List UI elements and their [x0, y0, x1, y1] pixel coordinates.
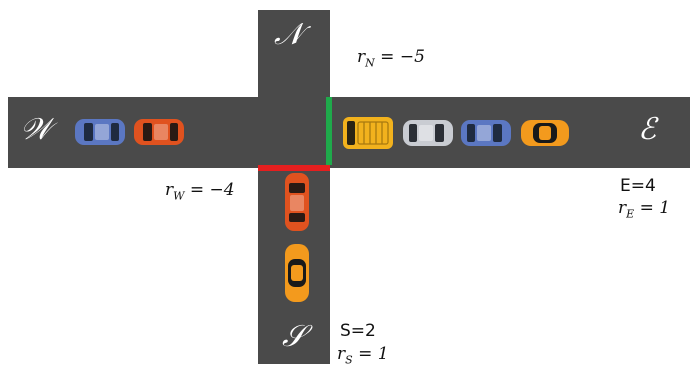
- reward-south-sub: S: [345, 353, 353, 366]
- count-south: S=2: [340, 321, 376, 341]
- reward-west-value: = −4: [189, 180, 235, 200]
- car-yellow-van-east: [343, 117, 393, 149]
- reward-west: rW = −4: [165, 180, 235, 202]
- reward-east-var: r: [618, 198, 627, 218]
- reward-north-var: r: [357, 47, 366, 67]
- reward-south: rS = 1: [337, 344, 389, 366]
- car-silver-east: [403, 120, 453, 146]
- reward-north: rN = −5: [357, 47, 425, 69]
- direction-west-label: 𝒲: [20, 112, 52, 147]
- count-east: E=4: [620, 176, 656, 196]
- reward-west-var: r: [165, 180, 174, 200]
- direction-north-label: 𝒩: [274, 17, 303, 52]
- reward-east: rE = 1: [618, 198, 670, 220]
- car-blue-east: [461, 120, 511, 146]
- reward-south-var: r: [337, 344, 346, 364]
- reward-west-sub: W: [173, 189, 185, 203]
- car-orange-east: [521, 120, 569, 146]
- reward-east-sub: E: [626, 207, 635, 221]
- car-red-south: [285, 173, 309, 231]
- reward-north-value: = −5: [380, 47, 425, 67]
- direction-east-label: ℰ: [638, 112, 657, 147]
- direction-south-label: 𝒮: [282, 319, 306, 354]
- car-blue-west: [75, 119, 125, 145]
- car-orange-south: [285, 244, 309, 302]
- east-green-signal: [326, 97, 332, 165]
- south-red-signal: [258, 165, 330, 171]
- reward-south-value: = 1: [358, 344, 389, 364]
- reward-east-value: = 1: [639, 198, 671, 218]
- reward-north-sub: N: [365, 56, 375, 70]
- car-red-west: [134, 119, 184, 145]
